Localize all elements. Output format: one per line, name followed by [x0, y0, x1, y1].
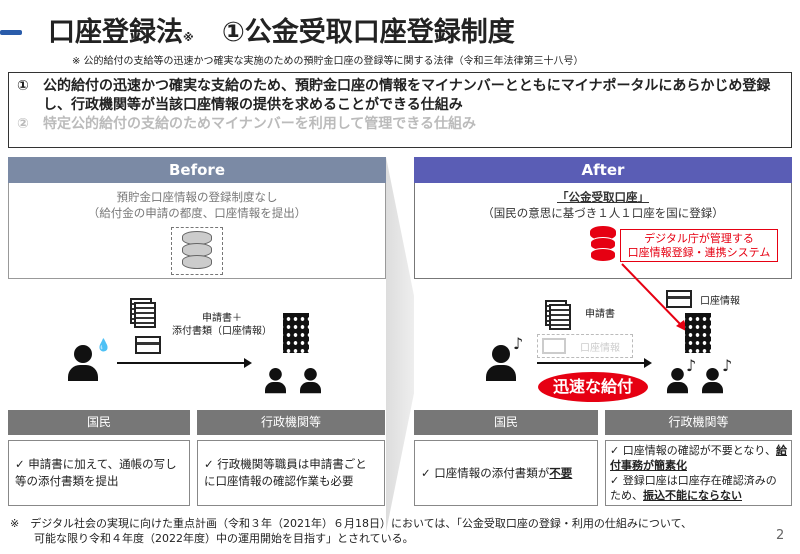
title-subtitle: ①公金受取口座登録制度 — [221, 17, 515, 48]
after-citizen-col: 国民 ✓ 口座情報の添付書類が不要 — [414, 410, 598, 506]
music-note-icon: ♪ — [722, 356, 733, 375]
footer-note: ※ デジタル社会の実現に向けた重点計画（令和３年（2021年）６月18日）におい… — [10, 516, 692, 546]
before-agency-col: 行政機関等 ✓ 行政機関等職員は申請書ごとに口座情報の確認作業も必要 — [197, 410, 385, 506]
arrow-head-icon — [644, 358, 652, 368]
col-text-bold: 不要 — [549, 465, 573, 480]
footer-line2: 可能な限り令和４年度（2022年度）中の運用開始を目指す」とされている。 — [34, 532, 414, 545]
title-accent-bar — [0, 30, 22, 35]
system-label-box: デジタル庁が管理する口座情報登録・連携システム — [620, 229, 778, 262]
before-line1: 預貯金口座情報の登録制度なし — [116, 190, 278, 204]
card-label: 口座情報 — [700, 296, 740, 307]
col-text-bold: 給付事務が簡素化 — [610, 444, 787, 472]
col-text: ✓ 申請書に加えて、通帳の写し等の添付書類を提出 — [8, 440, 190, 506]
law-note: ※ 公的給付の支給等の迅速かつ確実な実施のための預貯金口座の登録等に関する法律（… — [72, 56, 584, 67]
faded-account-info: 口座情報 — [537, 334, 633, 358]
summary-num: ② — [17, 116, 29, 132]
col-head: 行政機関等 — [605, 410, 792, 435]
document-icon — [134, 302, 156, 328]
after-body: 「公金受取口座」 （国民の意思に基づき１人１口座を国に登録） — [414, 183, 792, 279]
rapid-payment-badge: 迅速な給付 — [538, 372, 648, 402]
document-icon — [549, 304, 571, 330]
before-citizen-col: 国民 ✓ 申請書に加えて、通帳の写し等の添付書類を提出 — [8, 410, 190, 506]
before-body: 預貯金口座情報の登録制度なし （給付金の申請の都度、口座情報を提出） — [8, 183, 386, 279]
before-panel: Before 預貯金口座情報の登録制度なし （給付金の申請の都度、口座情報を提出… — [8, 157, 386, 279]
transition-chevron — [386, 157, 414, 532]
page-number: 2 — [776, 528, 785, 543]
summary-text: 特定公的給付の支給のためマイナンバーを利用して管理できる仕組み — [43, 116, 477, 132]
after-panel: After 「公金受取口座」 （国民の意思に基づき１人１口座を国に登録） — [414, 157, 792, 279]
before-line2: （給付金の申請の都度、口座情報を提出） — [87, 206, 307, 220]
database-icon — [182, 231, 212, 271]
before-flow-label: 申請書＋ 添付書類（口座情報） — [172, 312, 272, 338]
music-note-icon: ♪ — [513, 334, 524, 353]
col-text-pre: ✓ 口座情報の確認が不要となり、 — [610, 444, 776, 457]
before-header: Before — [8, 157, 386, 183]
footer-line1: ※ デジタル社会の実現に向けた重点計画（令和３年（2021年）６月18日）におい… — [10, 517, 693, 530]
building-icon — [283, 313, 309, 353]
music-note-icon: ♪ — [686, 356, 697, 375]
summary-text: 公的給付の迅速かつ確実な支給のため、預貯金口座の情報をマイナンバーとともにマイナ… — [43, 78, 771, 113]
building-icon — [685, 313, 711, 353]
faded-card-icon — [542, 338, 566, 354]
page-title: 口座登録法※ ①公金受取口座登録制度 — [48, 10, 515, 49]
flow-arrow — [537, 362, 647, 364]
col-text-pre: ✓ 登録口座は口座存在確認済みのため、 — [610, 474, 777, 502]
col-text: ✓ 口座情報の確認が不要となり、給付事務が簡素化 ✓ 登録口座は口座存在確認済み… — [605, 440, 792, 506]
after-header: After — [414, 157, 792, 183]
title-main: 口座登録法 — [48, 17, 183, 48]
summary-box: ① 公的給付の迅速かつ確実な支給のため、預貯金口座の情報をマイナンバーとともにマイ… — [8, 72, 792, 148]
card-icon — [666, 290, 692, 308]
after-agency-col: 行政機関等 ✓ 口座情報の確認が不要となり、給付事務が簡素化 ✓ 登録口座は口座… — [605, 410, 792, 506]
system-label-line: 口座情報登録・連携システム — [627, 246, 771, 259]
col-head: 行政機関等 — [197, 410, 385, 435]
summary-num: ① — [17, 78, 29, 94]
red-database-icon — [590, 226, 616, 266]
after-line2: （国民の意思に基づき１人１口座を国に登録） — [482, 206, 724, 220]
flow-label-line: 申請書＋ — [202, 313, 242, 324]
sweat-icon: 💧 — [96, 338, 111, 352]
col-text: ✓ 口座情報の添付書類が不要 — [414, 440, 598, 506]
col-text: ✓ 行政機関等職員は申請書ごとに口座情報の確認作業も必要 — [197, 440, 385, 506]
col-text-bold: 振込不能にならない — [643, 489, 742, 502]
arrow-head-icon — [244, 358, 252, 368]
account-title: 「公金受取口座」 — [557, 190, 649, 204]
database-dashed-box — [171, 227, 223, 275]
summary-item-2: ② 特定公的給付の支給のためマイナンバーを利用して管理できる仕組み — [17, 115, 783, 134]
flow-arrow — [117, 362, 247, 364]
doc-label: 申請書 — [585, 309, 615, 320]
title-mark: ※ — [183, 31, 194, 44]
system-label-line: デジタル庁が管理する — [644, 232, 754, 245]
col-text-pre: ✓ 口座情報の添付書類が — [421, 465, 550, 480]
col-head: 国民 — [8, 410, 190, 435]
flow-label-line: 添付書類（口座情報） — [172, 326, 272, 337]
card-icon — [135, 336, 161, 354]
faded-label: 口座情報 — [580, 343, 620, 354]
col-head: 国民 — [414, 410, 598, 435]
summary-item-1: ① 公的給付の迅速かつ確実な支給のため、預貯金口座の情報をマイナンバーとともにマイ… — [17, 77, 783, 115]
